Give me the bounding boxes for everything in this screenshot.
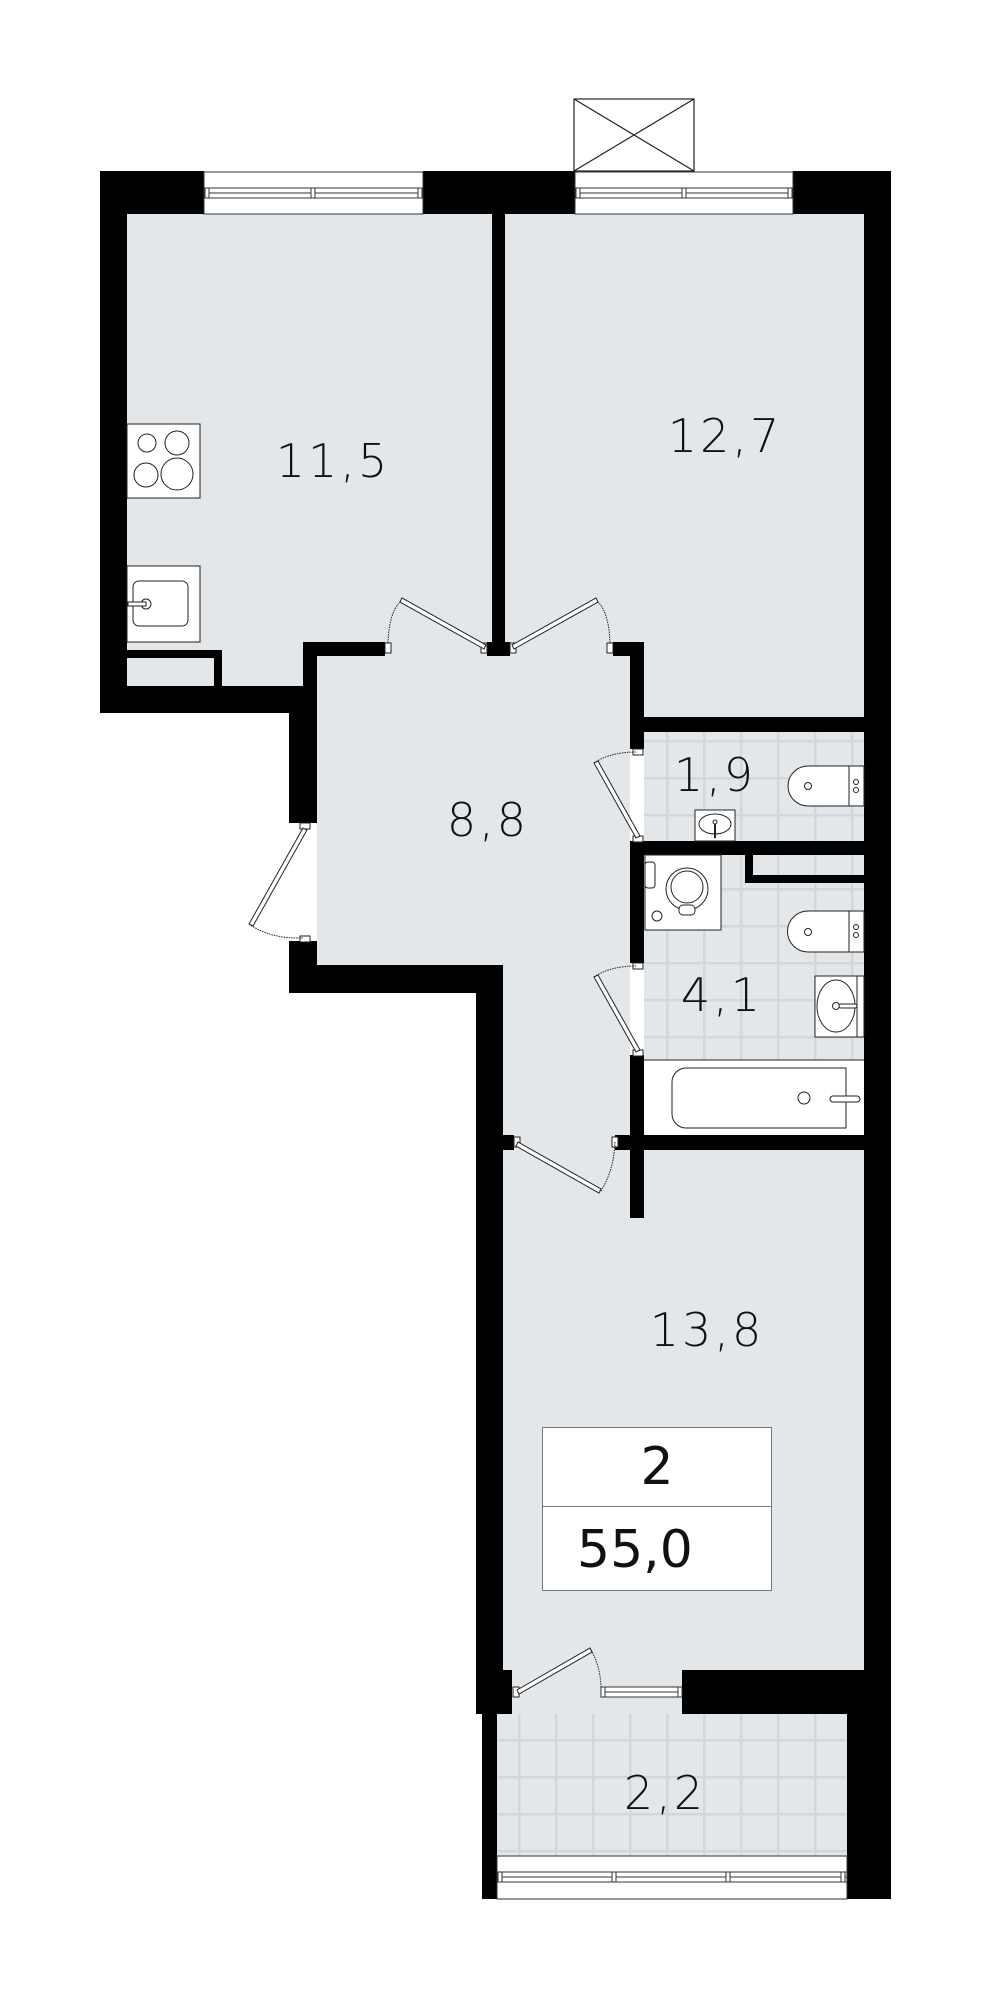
living-room-area-label: 12,7 <box>667 409 783 463</box>
walls <box>100 171 891 1899</box>
room-count: 2 <box>543 1428 771 1507</box>
kitchen-window <box>203 171 424 215</box>
balcony-floor <box>497 1714 847 1856</box>
hallway-floor <box>317 656 630 1150</box>
wc-sink-icon <box>694 809 736 842</box>
balcony-door[interactable] <box>512 1647 602 1698</box>
balcony-area-label: 2,2 <box>623 1766 707 1820</box>
washing-machine-icon <box>644 854 722 931</box>
kitchen-sink-icon <box>126 565 201 643</box>
bathtub-icon <box>644 1059 864 1135</box>
air-conditioner-icon <box>573 98 695 172</box>
living-room-floor <box>505 214 864 719</box>
stove-icon <box>126 423 201 499</box>
wc-area-label: 1,9 <box>673 748 757 802</box>
hallway-area-label: 8,8 <box>446 793 530 847</box>
total-area: 55,0 <box>577 1519 693 1580</box>
kitchen-door[interactable] <box>384 597 488 654</box>
bathroom-door[interactable] <box>593 962 644 1057</box>
living-room-door[interactable] <box>509 597 614 654</box>
bedroom-door[interactable] <box>513 1136 619 1194</box>
wc-toilet-icon <box>787 765 865 807</box>
bathroom-sink-icon <box>814 975 865 1038</box>
entrance-door[interactable] <box>248 822 311 943</box>
balcony-window <box>496 1855 848 1900</box>
bedroom-floor <box>503 1150 864 1670</box>
bedroom-area-label: 13,8 <box>649 1303 765 1357</box>
kitchen-area-label: 11,5 <box>275 434 391 488</box>
balcony-door-glazing <box>600 1686 683 1698</box>
doors <box>248 597 644 1698</box>
wc-door[interactable] <box>593 748 644 843</box>
bathroom-toilet-icon <box>787 910 865 953</box>
apartment-summary-box: 2 55,0 <box>542 1427 772 1591</box>
living-room-window <box>574 171 794 215</box>
bathroom-area-label: 4,1 <box>680 968 764 1022</box>
